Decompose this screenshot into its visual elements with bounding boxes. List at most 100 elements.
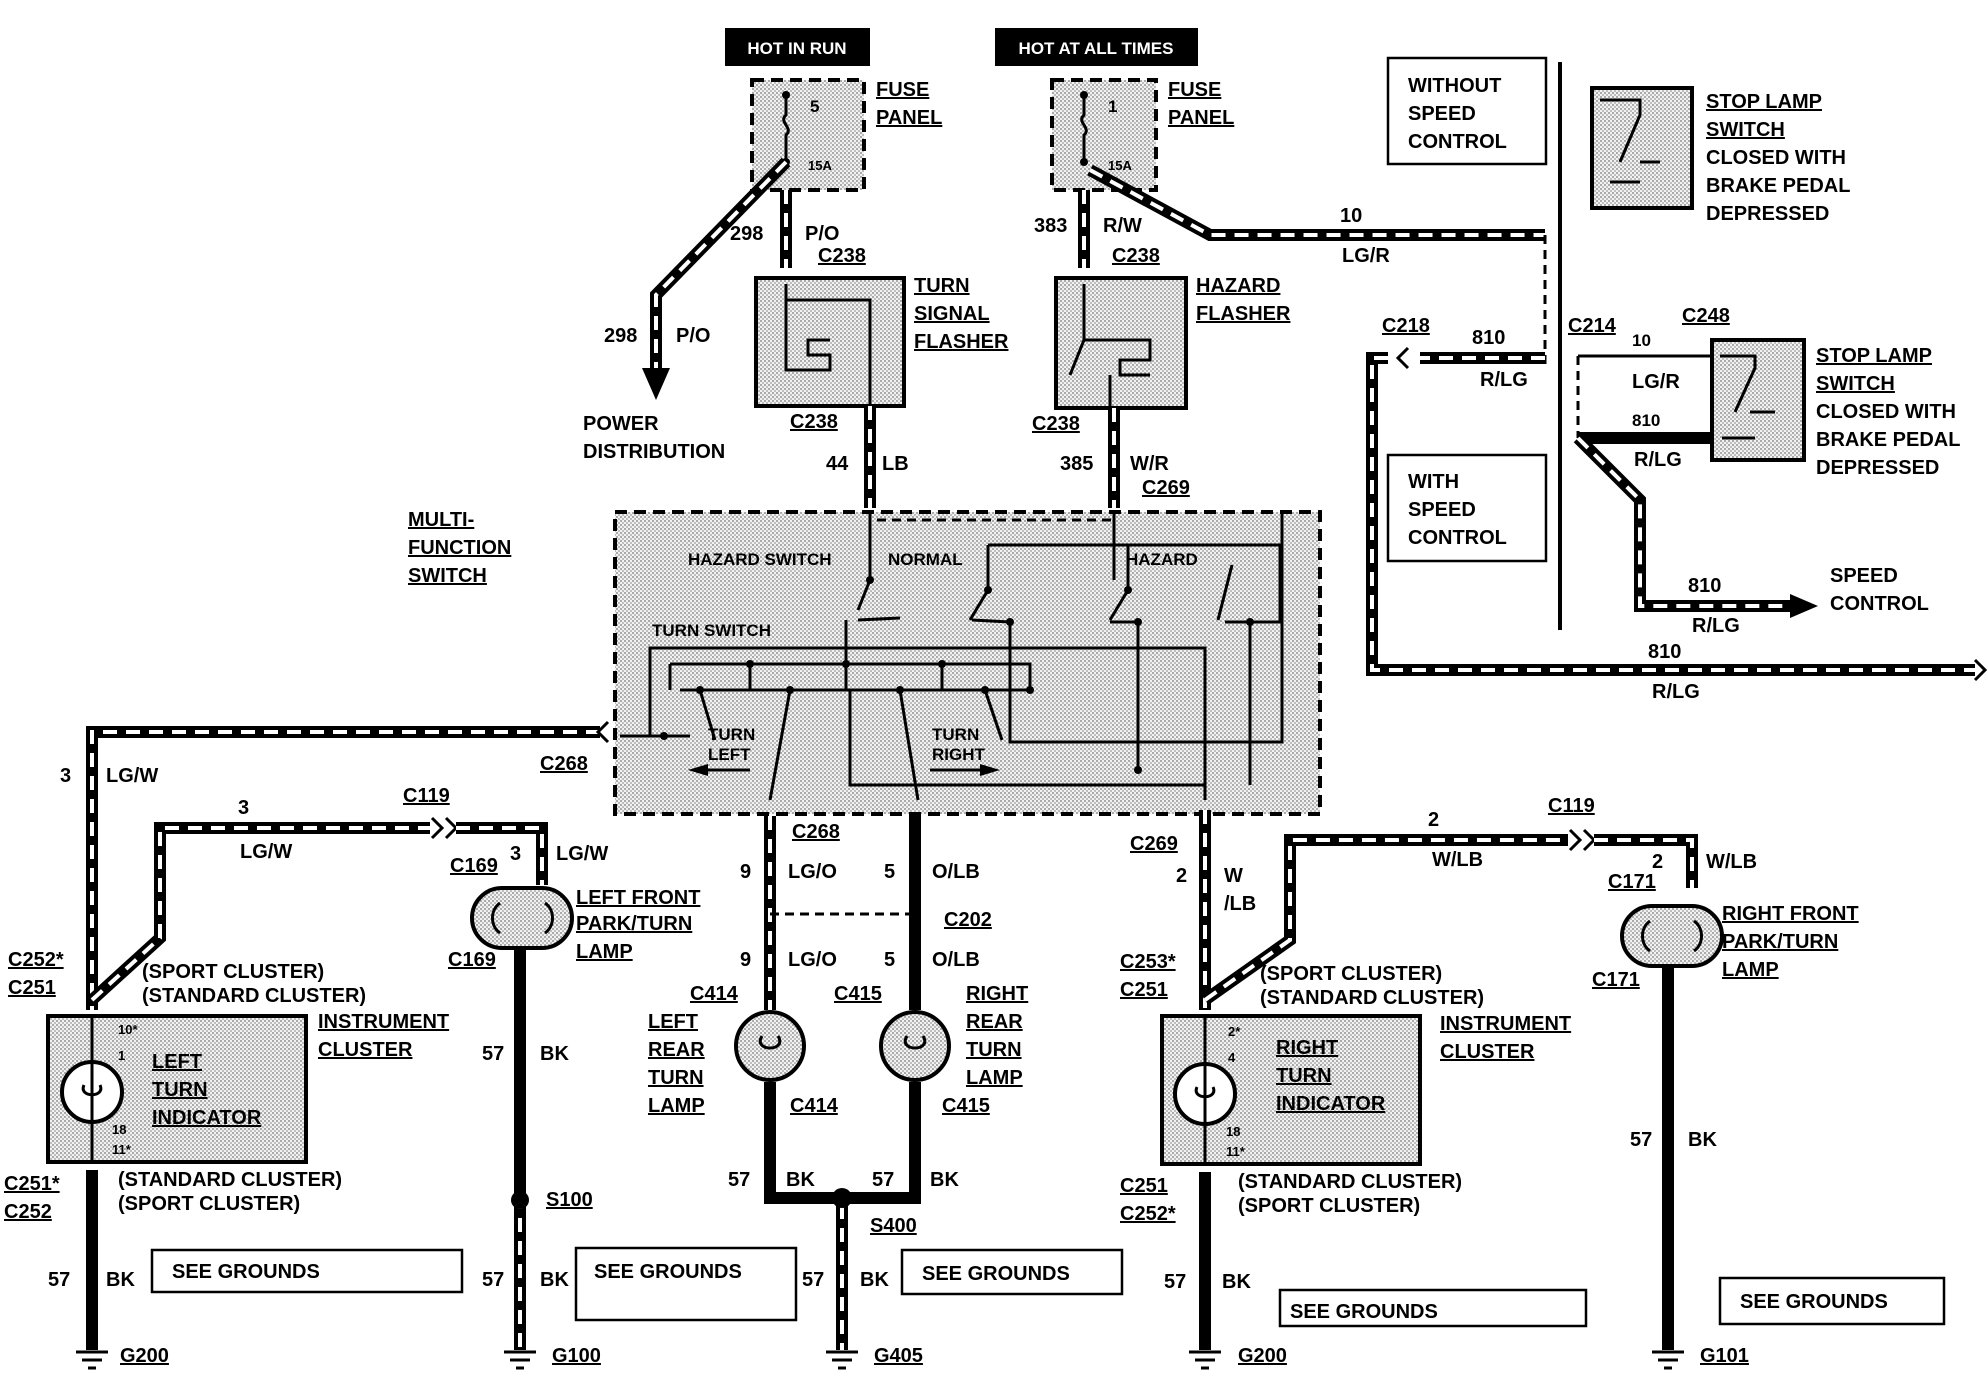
speed-control-label-2: CONTROL xyxy=(1830,593,1929,615)
right-cluster-pin-4: 11* xyxy=(1226,1144,1246,1159)
ground-g405: G405 xyxy=(874,1345,923,1367)
with-speed-label-1: WITH xyxy=(1408,471,1459,493)
fuse-left-rating: 15A xyxy=(808,158,832,173)
left-indicator-label-3: INDICATOR xyxy=(152,1107,262,1129)
connector-c269-2: C269 xyxy=(1130,833,1178,855)
connector-c268-mark xyxy=(595,720,610,744)
fuse-right-label: FUSE xyxy=(1168,79,1221,101)
without-speed-control-box xyxy=(1386,56,1548,166)
stop-lamp-switch-2 xyxy=(1710,338,1806,462)
lr-lamp-label-2: REAR xyxy=(648,1039,705,1061)
lf-lamp-filament xyxy=(491,901,554,935)
connector-c252s-right: C252* xyxy=(1120,1203,1176,1225)
connector-c248: C248 xyxy=(1682,305,1730,327)
wire-10-lgr xyxy=(1087,164,1545,241)
wire-10-label-1: 10 xyxy=(1340,205,1362,227)
connector-c119-left-mark xyxy=(430,816,459,840)
wire-lgr-label-2: LG/R xyxy=(1632,371,1680,393)
hot-at-all-times-header xyxy=(995,28,1198,66)
rf-lamp-label-1: RIGHT FRONT xyxy=(1722,903,1859,925)
wire-57-label-7: 57 xyxy=(1164,1271,1186,1293)
right-cluster-standard-label: (STANDARD CLUSTER) xyxy=(1260,987,1484,1009)
with-speed-label-2: SPEED xyxy=(1408,499,1476,521)
right-cluster-bottom-label-1: (STANDARD CLUSTER) xyxy=(1238,1171,1462,1193)
hot-in-run-header xyxy=(725,28,870,66)
rr-lamp-label-2: REAR xyxy=(966,1011,1023,1033)
stop-lamp-2-label-3: CLOSED WITH xyxy=(1816,401,1956,423)
without-speed-label-1: WITHOUT xyxy=(1408,75,1501,97)
hazard-flasher-internal xyxy=(1068,284,1152,408)
hazard-flasher-label-2: FLASHER xyxy=(1196,303,1291,325)
right-cluster-pin-3: 18 xyxy=(1226,1124,1240,1139)
left-cluster-pin-4: 11* xyxy=(112,1142,132,1157)
lr-lamp-label-3: TURN xyxy=(648,1067,704,1089)
hot-at-all-times-label: HOT AT ALL TIMES xyxy=(1019,39,1174,58)
speed-control-label-1: SPEED xyxy=(1830,565,1898,587)
wire-10-label-2: 10 xyxy=(1632,331,1651,350)
lr-lamp-filament xyxy=(758,1035,782,1050)
connector-c169-2: C169 xyxy=(448,949,496,971)
splice-s400: S400 xyxy=(870,1215,917,1237)
lf-lamp-label-1: LEFT FRONT xyxy=(576,887,700,909)
see-grounds-box-3 xyxy=(900,1248,1124,1296)
lr-lamp-label-1: LEFT xyxy=(648,1011,698,1033)
wire-2-label-3: 2 xyxy=(1652,851,1663,873)
connector-c251-right-2: C251 xyxy=(1120,1175,1168,1197)
left-indicator-filament xyxy=(81,1016,103,1162)
wire-bk-label-7: BK xyxy=(1222,1271,1251,1293)
connector-c269-1: C269 xyxy=(1142,477,1190,499)
rr-lamp-label-4: LAMP xyxy=(966,1067,1023,1089)
mfs-hazard-label: HAZARD xyxy=(1126,550,1198,569)
turn-signal-flasher xyxy=(754,276,906,408)
wire-3-label-1: 3 xyxy=(60,765,71,787)
right-indicator-filament xyxy=(1194,1016,1216,1164)
connector-c169-1: C169 xyxy=(450,855,498,877)
connector-c238-1: C238 xyxy=(818,245,866,267)
rf-lamp-label-3: LAMP xyxy=(1722,959,1779,981)
wire-w-label: W xyxy=(1224,865,1243,887)
wire-810-label-3: 810 xyxy=(1632,411,1660,430)
stop-lamp-1-label-3: CLOSED WITH xyxy=(1706,147,1846,169)
connector-c251-left: C251 xyxy=(8,977,56,999)
connector-c268-2: C268 xyxy=(792,821,840,843)
left-cluster-pin-2: 1 xyxy=(118,1048,125,1063)
wire-slb-label: /LB xyxy=(1224,893,1256,915)
connector-c253s: C253* xyxy=(1120,951,1176,973)
wire-lgr-label-1: LG/R xyxy=(1342,245,1390,267)
lr-lamp-label-4: LAMP xyxy=(648,1095,705,1117)
ground-symbol-g100 xyxy=(504,1350,536,1370)
wire-lgw-label-1: LG/W xyxy=(106,765,158,787)
left-cluster-sport-label: (SPORT CLUSTER) xyxy=(142,961,324,983)
wire-bk-label-2: BK xyxy=(540,1043,569,1065)
see-grounds-label-3: SEE GROUNDS xyxy=(922,1263,1070,1285)
mfs-normal-label: NORMAL xyxy=(888,550,963,569)
wire-po-label-2: P/O xyxy=(805,223,839,245)
wire-bk-label-8: BK xyxy=(1688,1129,1717,1151)
wire-rlg-label-2: R/LG xyxy=(1652,681,1700,703)
mfs-hazard-switch-label: HAZARD SWITCH xyxy=(688,550,832,569)
stop-lamp-1-contacts xyxy=(1600,98,1660,184)
ground-g200-left: G200 xyxy=(120,1345,169,1367)
wire-2-label-1: 2 xyxy=(1176,865,1187,887)
with-speed-label-3: CONTROL xyxy=(1408,527,1507,549)
ground-symbol-g200-left xyxy=(76,1350,108,1370)
hot-in-run-label: HOT IN RUN xyxy=(747,39,846,58)
rr-lamp-label-3: TURN xyxy=(966,1039,1022,1061)
right-indicator-label-3: INDICATOR xyxy=(1276,1093,1386,1115)
wire-2-label-2: 2 xyxy=(1428,809,1439,831)
wire-lgo-label-2: LG/O xyxy=(788,949,837,971)
mfs-turn-left-label-1: TURN xyxy=(708,725,755,744)
wire-lb-label: LB xyxy=(882,453,909,475)
stop-lamp-1-label-1: STOP LAMP xyxy=(1706,91,1822,113)
left-cluster-standard-label: (STANDARD CLUSTER) xyxy=(142,985,366,1007)
mfs-turn-left-label-2: LEFT xyxy=(708,745,751,764)
wire-3-label-2: 3 xyxy=(238,797,249,819)
turn-flasher-internal xyxy=(784,284,872,405)
wire-rlg-label-4: R/LG xyxy=(1692,615,1740,637)
mfs-turn-right-label-2: RIGHT xyxy=(932,745,986,764)
left-cluster-bottom-label-1: (STANDARD CLUSTER) xyxy=(118,1169,342,1191)
turn-flasher-label-3: FLASHER xyxy=(914,331,1009,353)
splice-s100: S100 xyxy=(546,1189,593,1211)
right-indicator-label-2: TURN xyxy=(1276,1065,1332,1087)
connector-c238-2: C238 xyxy=(790,411,838,433)
